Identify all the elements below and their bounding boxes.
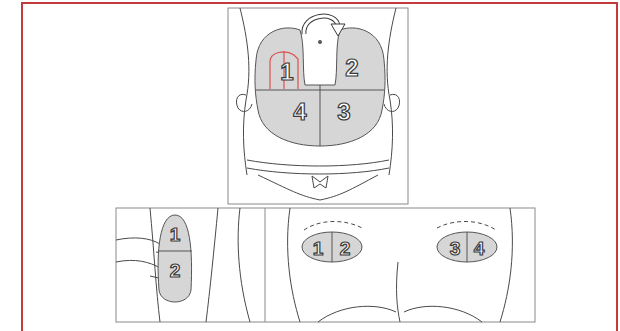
zone-divider (256, 85, 384, 146)
callout-number: 2 (340, 239, 351, 258)
abdomen-panel (228, 8, 408, 204)
panel-divider (265, 208, 266, 322)
abdomen-zone (255, 28, 385, 146)
bottom-panel (116, 208, 535, 322)
callout-number: 4 (293, 100, 306, 124)
callout-number: 2 (345, 56, 358, 80)
callout-number: 1 (170, 225, 181, 244)
thigh-zone (158, 215, 191, 302)
navel (318, 40, 322, 44)
page-frame (22, 3, 617, 331)
thigh-outline (116, 208, 250, 322)
callout-number: 1 (313, 239, 324, 258)
arrow-head (331, 24, 345, 36)
callout-number: 1 (280, 60, 293, 84)
callout-number: 4 (474, 239, 485, 258)
zone-divider (158, 251, 192, 252)
torso-outline (236, 8, 399, 200)
highlight-area (270, 51, 298, 89)
callout-number: 3 (450, 239, 461, 258)
buttocks-outline (288, 208, 513, 322)
callout-number: 2 (170, 261, 181, 280)
zone-divider (332, 232, 467, 262)
dashed-guide (304, 221, 496, 230)
callout-number: 3 (337, 100, 350, 124)
